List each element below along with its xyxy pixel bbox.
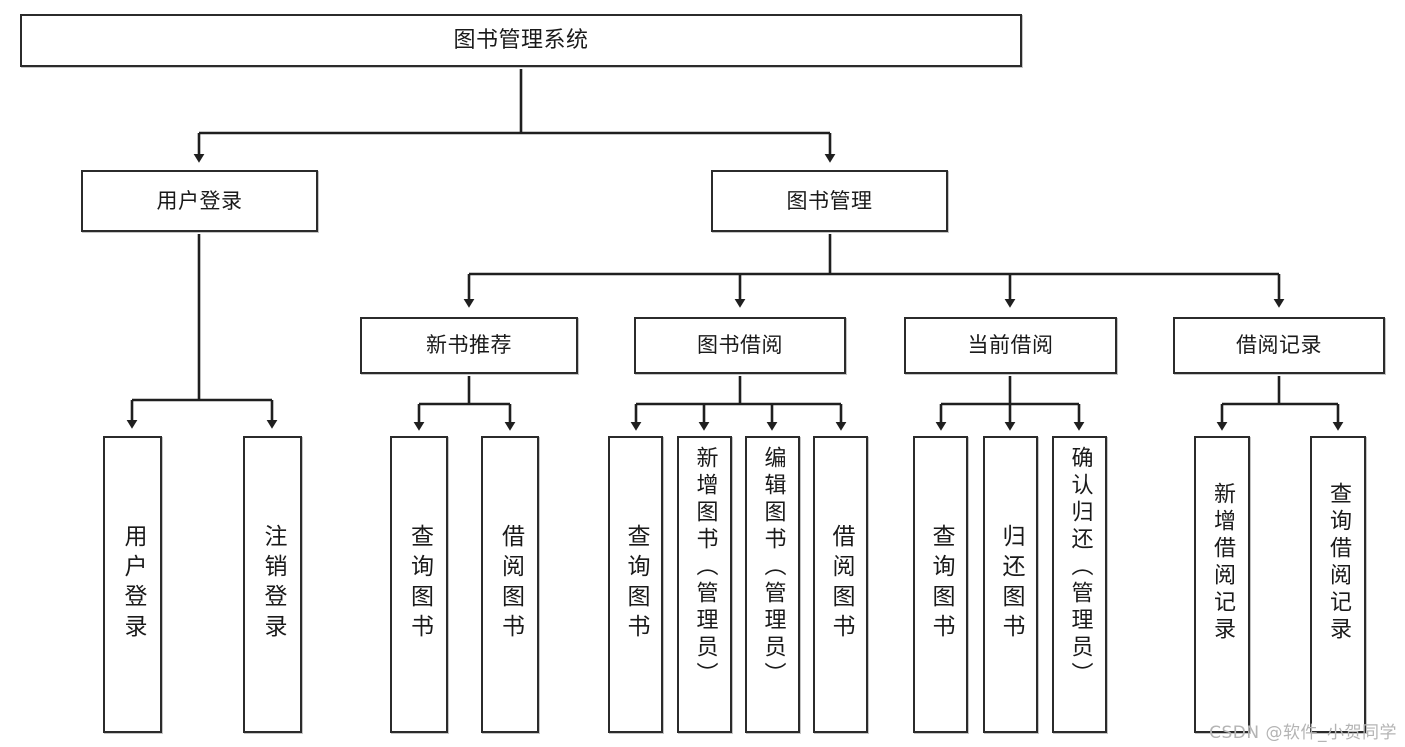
leaf-user-login[interactable]: 用户登录 [103, 436, 162, 733]
leaf-edit-book[interactable]: 编辑图书（管理员） [745, 436, 800, 733]
leaf-query-book-borrow[interactable]: 查询图书 [608, 436, 663, 733]
node-user-login[interactable]: 用户登录 [81, 170, 318, 232]
node-label: 图书管理 [786, 188, 873, 213]
leaf-confirm-return[interactable]: 确认归还（管理员） [1052, 436, 1107, 733]
leaf-query-book-recommend[interactable]: 查询图书 [390, 436, 448, 733]
node-label: 图书借阅 [697, 333, 783, 358]
leaf-logout-login[interactable]: 注销登录 [243, 436, 302, 733]
node-label: 查询图书 [928, 524, 954, 644]
node-label: 查询图书 [406, 524, 433, 644]
leaf-borrow-book-recommend[interactable]: 借阅图书 [481, 436, 539, 733]
node-label: 借阅记录 [1236, 333, 1322, 358]
node-book-management[interactable]: 图书管理 [711, 170, 948, 232]
node-label: 编辑图书（管理员） [760, 446, 786, 689]
node-label: 用户登录 [120, 524, 146, 644]
leaf-return-book[interactable]: 归还图书 [983, 436, 1038, 733]
watermark-text: CSDN @软件_小贺同学 [1209, 723, 1397, 743]
node-new-book-recommend[interactable]: 新书推荐 [360, 317, 578, 374]
leaf-query-book-current[interactable]: 查询图书 [913, 436, 968, 733]
node-label: 借阅图书 [497, 524, 524, 644]
node-label: 归还图书 [998, 524, 1024, 644]
node-label: 注销登录 [260, 524, 286, 644]
leaf-add-book[interactable]: 新增图书（管理员） [677, 436, 732, 733]
node-book-borrow[interactable]: 图书借阅 [634, 317, 846, 374]
node-root-system[interactable]: 图书管理系统 [20, 14, 1022, 67]
node-label: 新增图书（管理员） [692, 446, 718, 689]
node-label: 新书推荐 [426, 333, 512, 358]
leaf-borrow-book-borrow[interactable]: 借阅图书 [813, 436, 868, 733]
node-label: 查询图书 [623, 524, 649, 644]
leaf-query-borrow-record[interactable]: 查询借阅记录 [1310, 436, 1366, 733]
node-label: 新增借阅记录 [1210, 482, 1235, 644]
node-label: 用户登录 [156, 188, 243, 213]
node-label: 确认归还（管理员） [1067, 446, 1093, 689]
node-label: 查询借阅记录 [1326, 482, 1351, 644]
node-current-borrow[interactable]: 当前借阅 [904, 317, 1117, 374]
node-label: 图书管理系统 [453, 27, 589, 53]
node-label: 当前借阅 [967, 333, 1054, 358]
node-borrow-record[interactable]: 借阅记录 [1173, 317, 1385, 374]
node-label: 借阅图书 [828, 524, 854, 644]
leaf-add-borrow-record[interactable]: 新增借阅记录 [1194, 436, 1250, 733]
